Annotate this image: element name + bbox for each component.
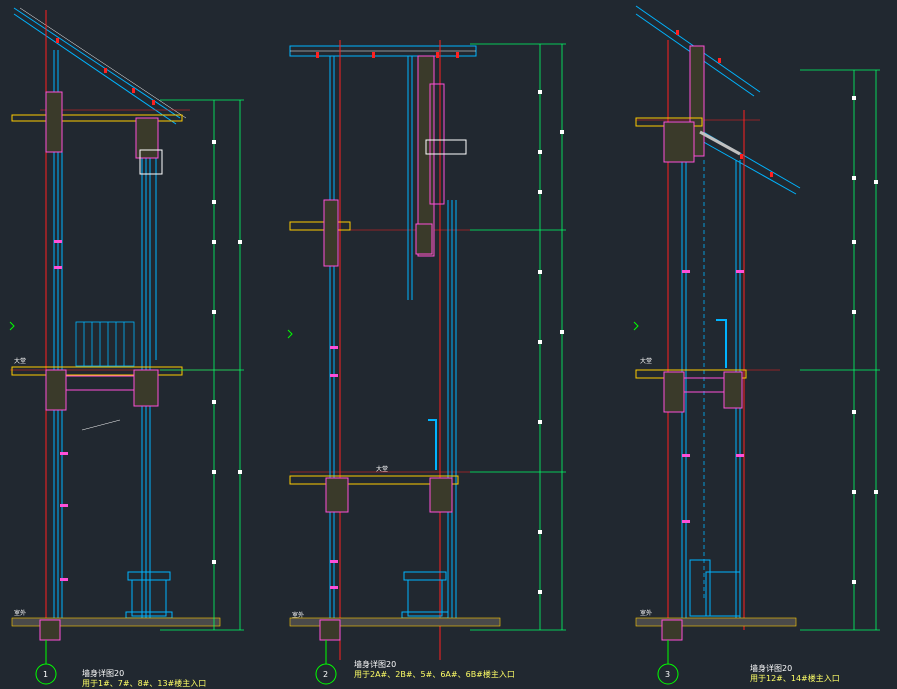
section-1-railing	[75, 321, 135, 367]
section-2-dimension-chain	[470, 43, 566, 631]
section-1-window-marks	[54, 240, 68, 581]
section-1-floor-label: 大堂	[14, 358, 27, 365]
section-3-number: 3	[665, 670, 671, 679]
section-2-subtitle: 用于2A#、2B#、5#、6A#、6B#楼主入口	[354, 670, 515, 679]
section-1-floor-slab	[11, 366, 183, 411]
section-1-caption: 墙身详图20 用于1#、7#、8#、13#楼主入口	[82, 669, 206, 689]
section-2-window-marks	[330, 346, 338, 589]
section-3-caption: 墙身详图20 用于12#、14#楼主入口	[750, 664, 840, 684]
section-2-ground	[289, 617, 501, 641]
section-1-detail	[10, 7, 244, 685]
section-2-floor-slab	[289, 475, 459, 513]
section-3-column-base	[689, 559, 741, 617]
break-marks	[9, 321, 639, 339]
section-3-floor-slab	[635, 369, 747, 413]
section-3-window-marks	[682, 270, 744, 523]
section-3-ground-label: 室外	[640, 610, 653, 617]
section-1-roof	[13, 7, 187, 125]
section-1-dimension-chain	[160, 99, 244, 631]
section-2-detail	[289, 40, 566, 685]
section-2-axis	[290, 40, 470, 660]
section-1-ground	[11, 617, 221, 641]
section-1-roof-markers	[56, 38, 155, 105]
section-3-floor-label: 大堂	[640, 358, 653, 365]
section-1-number: 1	[43, 670, 49, 679]
section-3-axis	[636, 40, 780, 660]
section-2-upper-wall	[415, 55, 467, 257]
section-2-floor-label: 大堂	[376, 466, 389, 473]
section-1-subtitle: 用于1#、7#、8#、13#楼主入口	[82, 679, 207, 688]
section-3-roof-markers	[676, 30, 773, 177]
section-1-column-base	[125, 571, 173, 619]
section-1-upper-slab	[11, 91, 183, 175]
section-2-column-base	[401, 571, 449, 619]
section-3-pipe	[716, 319, 727, 368]
section-2-pipe	[428, 419, 437, 470]
section-1-dim-ticks	[212, 140, 242, 564]
section-2-canopy	[289, 199, 351, 267]
section-2-grid-bubble	[315, 640, 337, 685]
section-1-title: 墙身详图20	[82, 669, 125, 678]
section-3-dim-ticks	[852, 96, 878, 584]
section-1-axis	[10, 10, 240, 660]
section-2-number: 2	[323, 670, 329, 679]
section-3-dimension-chain	[800, 69, 880, 631]
section-3-title: 墙身详图20	[750, 664, 793, 673]
section-3-ground	[635, 617, 797, 641]
section-2-title: 墙身详图20	[354, 660, 397, 669]
section-2-ground-label: 室外	[292, 612, 305, 619]
section-3-upper-wall	[635, 45, 741, 163]
section-1-grid-bubble	[35, 640, 57, 685]
section-2-caption: 墙身详图20 用于2A#、2B#、5#、6A#、6B#楼主入口	[354, 660, 515, 680]
section-2-dim-ticks	[538, 90, 564, 594]
section-1-ground-label: 室外	[14, 610, 27, 617]
section-3-subtitle: 用于12#、14#楼主入口	[750, 674, 840, 683]
section-2-roof-beam	[289, 45, 477, 58]
section-3-detail	[635, 5, 880, 685]
section-3-roof	[635, 5, 801, 195]
section-2-columns	[329, 56, 457, 620]
section-3-grid-bubble	[657, 640, 679, 685]
